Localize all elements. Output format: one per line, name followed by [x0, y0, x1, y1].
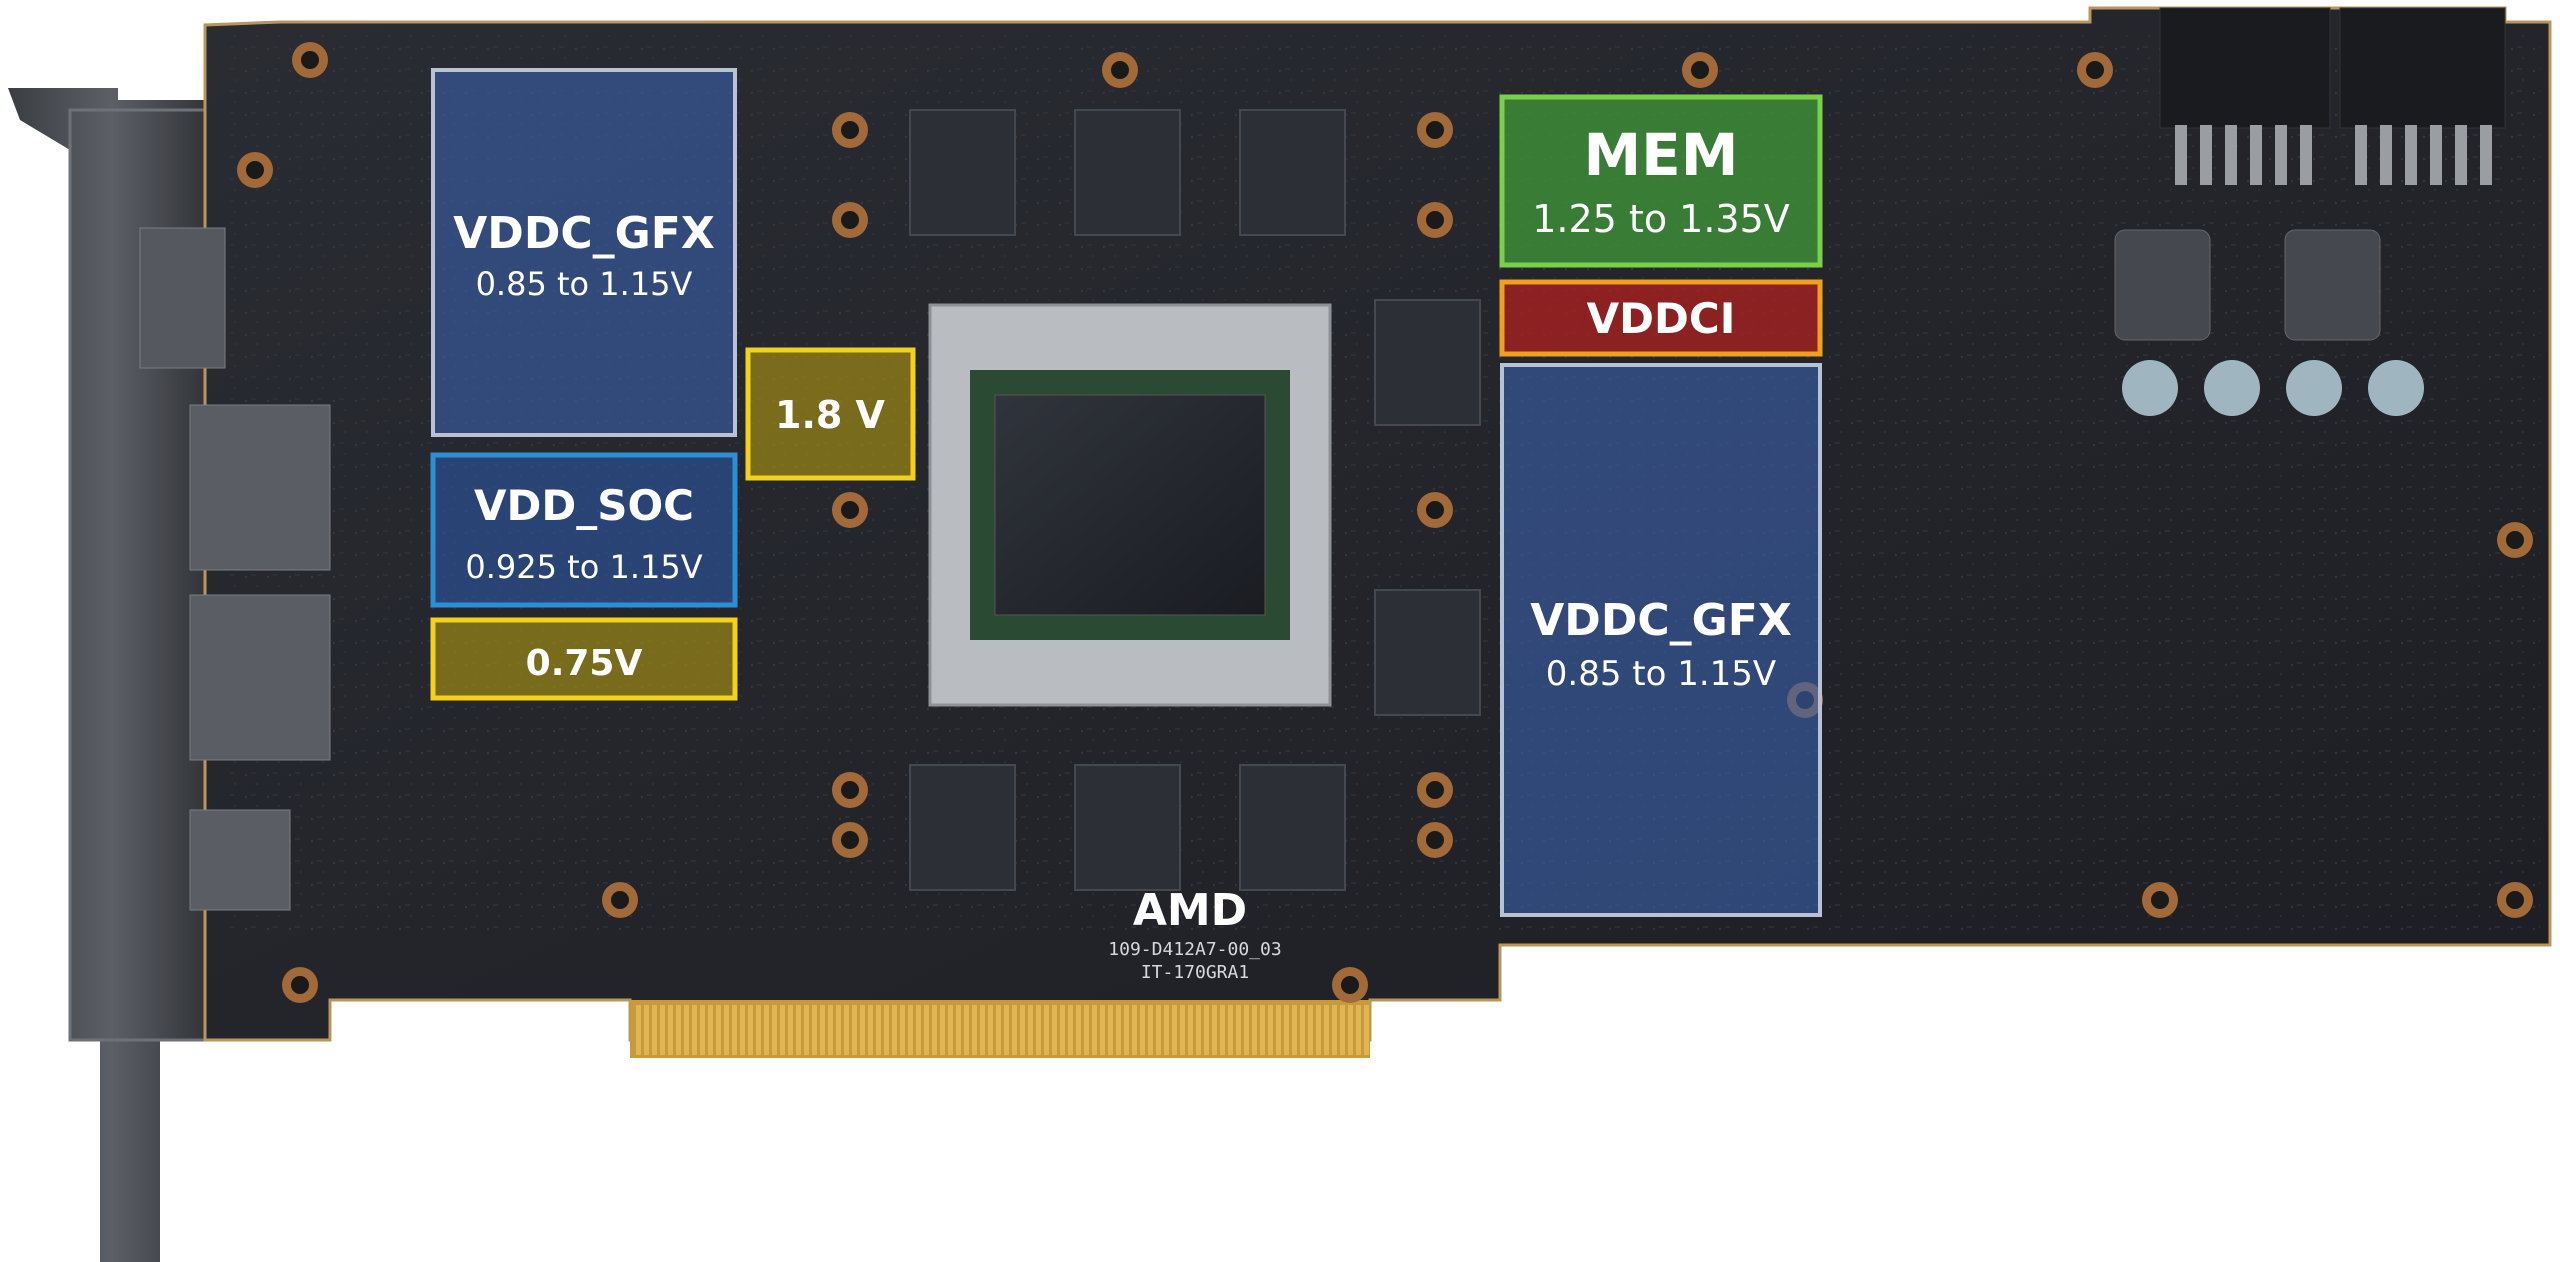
region-title: 0.75V — [526, 643, 643, 684]
amd-logo: AMD — [1133, 885, 1247, 936]
region-subtitle: 1.25 to 1.35V — [1532, 197, 1790, 241]
region-vddci: VDDCI — [1499, 279, 1823, 357]
gpu-package — [928, 303, 1332, 707]
region-v18: 1.8 V — [745, 347, 916, 481]
memory-chip — [909, 109, 1016, 236]
region-subtitle: 0.85 to 1.15V — [1546, 654, 1776, 694]
vrm-components — [2114, 229, 2424, 416]
memory-chip — [1239, 109, 1346, 236]
power-connectors — [2159, 7, 2506, 185]
memory-chips — [909, 109, 1481, 891]
region-title: MEM — [1583, 121, 1738, 189]
region-subtitle: 0.925 to 1.15V — [465, 548, 702, 586]
memory-chip — [909, 764, 1016, 891]
gpu-silkscreen: AMD 109-D412A7-00_03 IT-170GRA1 — [1108, 885, 1281, 983]
voltage-regions: VDDC_GFX 0.85 to 1.15V VDD_SOC 0.925 to … — [430, 68, 1823, 917]
memory-chip — [1239, 764, 1346, 891]
region-title: VDD_SOC — [474, 481, 694, 530]
memory-chip — [1374, 299, 1481, 426]
region-vddc-gfx-left: VDDC_GFX 0.85 to 1.15V — [431, 68, 737, 437]
region-subtitle: 0.85 to 1.15V — [476, 265, 693, 303]
revision: IT-170GRA1 — [1141, 962, 1249, 983]
part-number: 109-D412A7-00_03 — [1108, 939, 1281, 960]
region-mem: MEM 1.25 to 1.35V — [1499, 94, 1823, 268]
memory-chip — [1074, 109, 1181, 236]
mounting-holes — [237, 42, 2533, 1003]
region-vddc-gfx-right: VDDC_GFX 0.85 to 1.15V — [1500, 363, 1822, 917]
display-ports — [139, 227, 331, 911]
region-title: VDDC_GFX — [453, 208, 715, 259]
memory-chip — [1374, 589, 1481, 716]
region-v075: 0.75V — [430, 617, 738, 701]
pcie-connector — [630, 1000, 1370, 1058]
region-vdd-soc: VDD_SOC 0.925 to 1.15V — [430, 452, 738, 608]
region-title: VDDCI — [1587, 294, 1736, 343]
memory-chip — [1074, 764, 1181, 891]
region-title: VDDC_GFX — [1530, 595, 1792, 646]
region-title: 1.8 V — [775, 393, 886, 437]
